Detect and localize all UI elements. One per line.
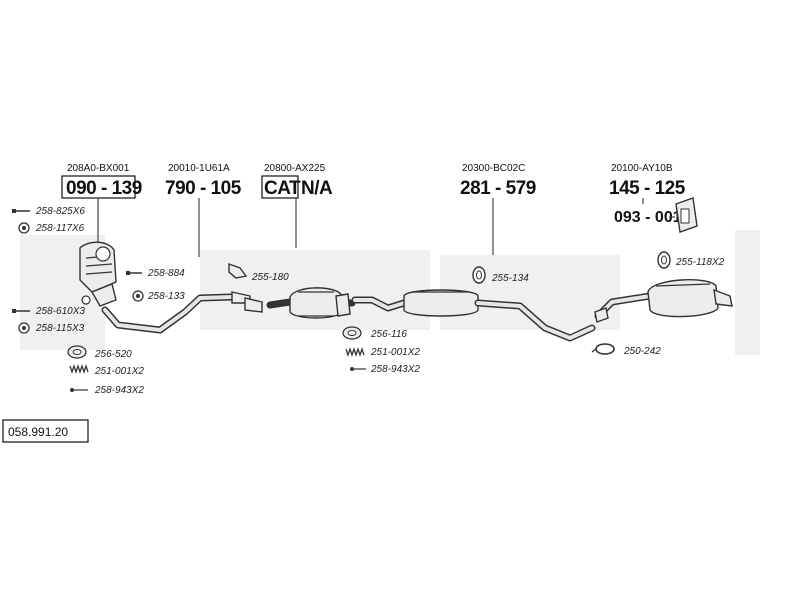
main-part-1: 208A0-BX001 090 - 139 <box>61 163 142 242</box>
oem-number: 208A0-BX001 <box>67 163 130 174</box>
accessory-label: 255-118X2 <box>675 257 725 268</box>
nut-icon <box>132 290 144 302</box>
middle-muffler-icon <box>403 289 479 317</box>
catalytic-converter-icon <box>266 287 356 319</box>
oem-number: 20800-AX225 <box>264 163 326 174</box>
exhaust-system-drawing <box>79 241 733 342</box>
accessory-label: 251-001X2 <box>94 366 144 377</box>
part-number: 090 - 139 <box>66 178 142 199</box>
part-number-cat: CAT <box>264 178 301 199</box>
gasket-icon <box>342 326 362 340</box>
accessory-labels: 258-825X6 258-117X6 258-884 258-133 258-… <box>35 206 725 396</box>
nut-icon <box>18 322 30 334</box>
cat-box <box>261 175 299 199</box>
hanger-ring-icon <box>657 251 671 269</box>
accessory-icons <box>12 209 671 392</box>
spring-icon <box>69 363 89 375</box>
accessory-label: 256-520 <box>94 349 132 360</box>
bolt-icon <box>12 209 30 213</box>
accessory-label: 250-242 <box>623 346 661 357</box>
main-part-2: 20010-1U61A 790 - 105 <box>165 163 242 257</box>
bolt-icon <box>126 271 142 275</box>
reference-box <box>2 419 89 443</box>
clamp-icon <box>591 343 615 355</box>
bolt-icon <box>12 309 30 313</box>
part-number-na: N/A <box>301 178 333 199</box>
main-part-3: 20800-AX225 CAT N/A <box>261 163 334 248</box>
rubber-hanger-icon <box>675 197 698 233</box>
rear-muffler-icon <box>594 279 733 323</box>
oem-number: 20010-1U61A <box>168 163 230 174</box>
main-part-4: 20300-BC02C 281 - 579 <box>460 163 536 255</box>
accessory-label: 255-180 <box>251 272 289 283</box>
accessory-label: 258-610X3 <box>35 306 85 317</box>
accessory-label: 258-117X6 <box>35 223 85 234</box>
accessory-label: 258-133 <box>147 291 185 302</box>
part-number: 145 - 125 <box>609 178 686 199</box>
diagram-reference: 058.991.20 <box>2 419 89 443</box>
accessory-label: 258-884 <box>147 268 185 279</box>
spring-icon <box>345 346 365 358</box>
part-number: 281 - 579 <box>460 178 536 199</box>
manifold-cat-icon <box>79 241 117 307</box>
accessory-label: 258-943X2 <box>94 385 144 396</box>
accessory-label: 258-115X3 <box>35 323 85 334</box>
gasket-icon <box>67 345 87 359</box>
oem-number: 20300-BC02C <box>462 163 525 174</box>
accessory-label: 256-116 <box>370 329 407 340</box>
accessory-label: 258-943X2 <box>370 364 420 375</box>
oem-number: 20100-AY10B <box>611 163 673 174</box>
accessory-label: 258-825X6 <box>35 206 85 217</box>
reference-number: 058.991.20 <box>8 425 68 439</box>
bolt-icon <box>350 367 366 371</box>
main-part-5: 20100-AY10B 145 - 125 093 - 001 <box>609 163 698 233</box>
nut-icon <box>18 222 30 234</box>
part-number: 790 - 105 <box>165 178 242 199</box>
bolt-icon <box>70 388 88 392</box>
sub-part-number: 093 - 001 <box>614 209 682 226</box>
accessory-label: 251-001X2 <box>370 347 420 358</box>
bracket-icon <box>228 263 248 279</box>
hanger-ring-icon <box>472 266 486 284</box>
accessory-label: 255-134 <box>491 273 529 284</box>
